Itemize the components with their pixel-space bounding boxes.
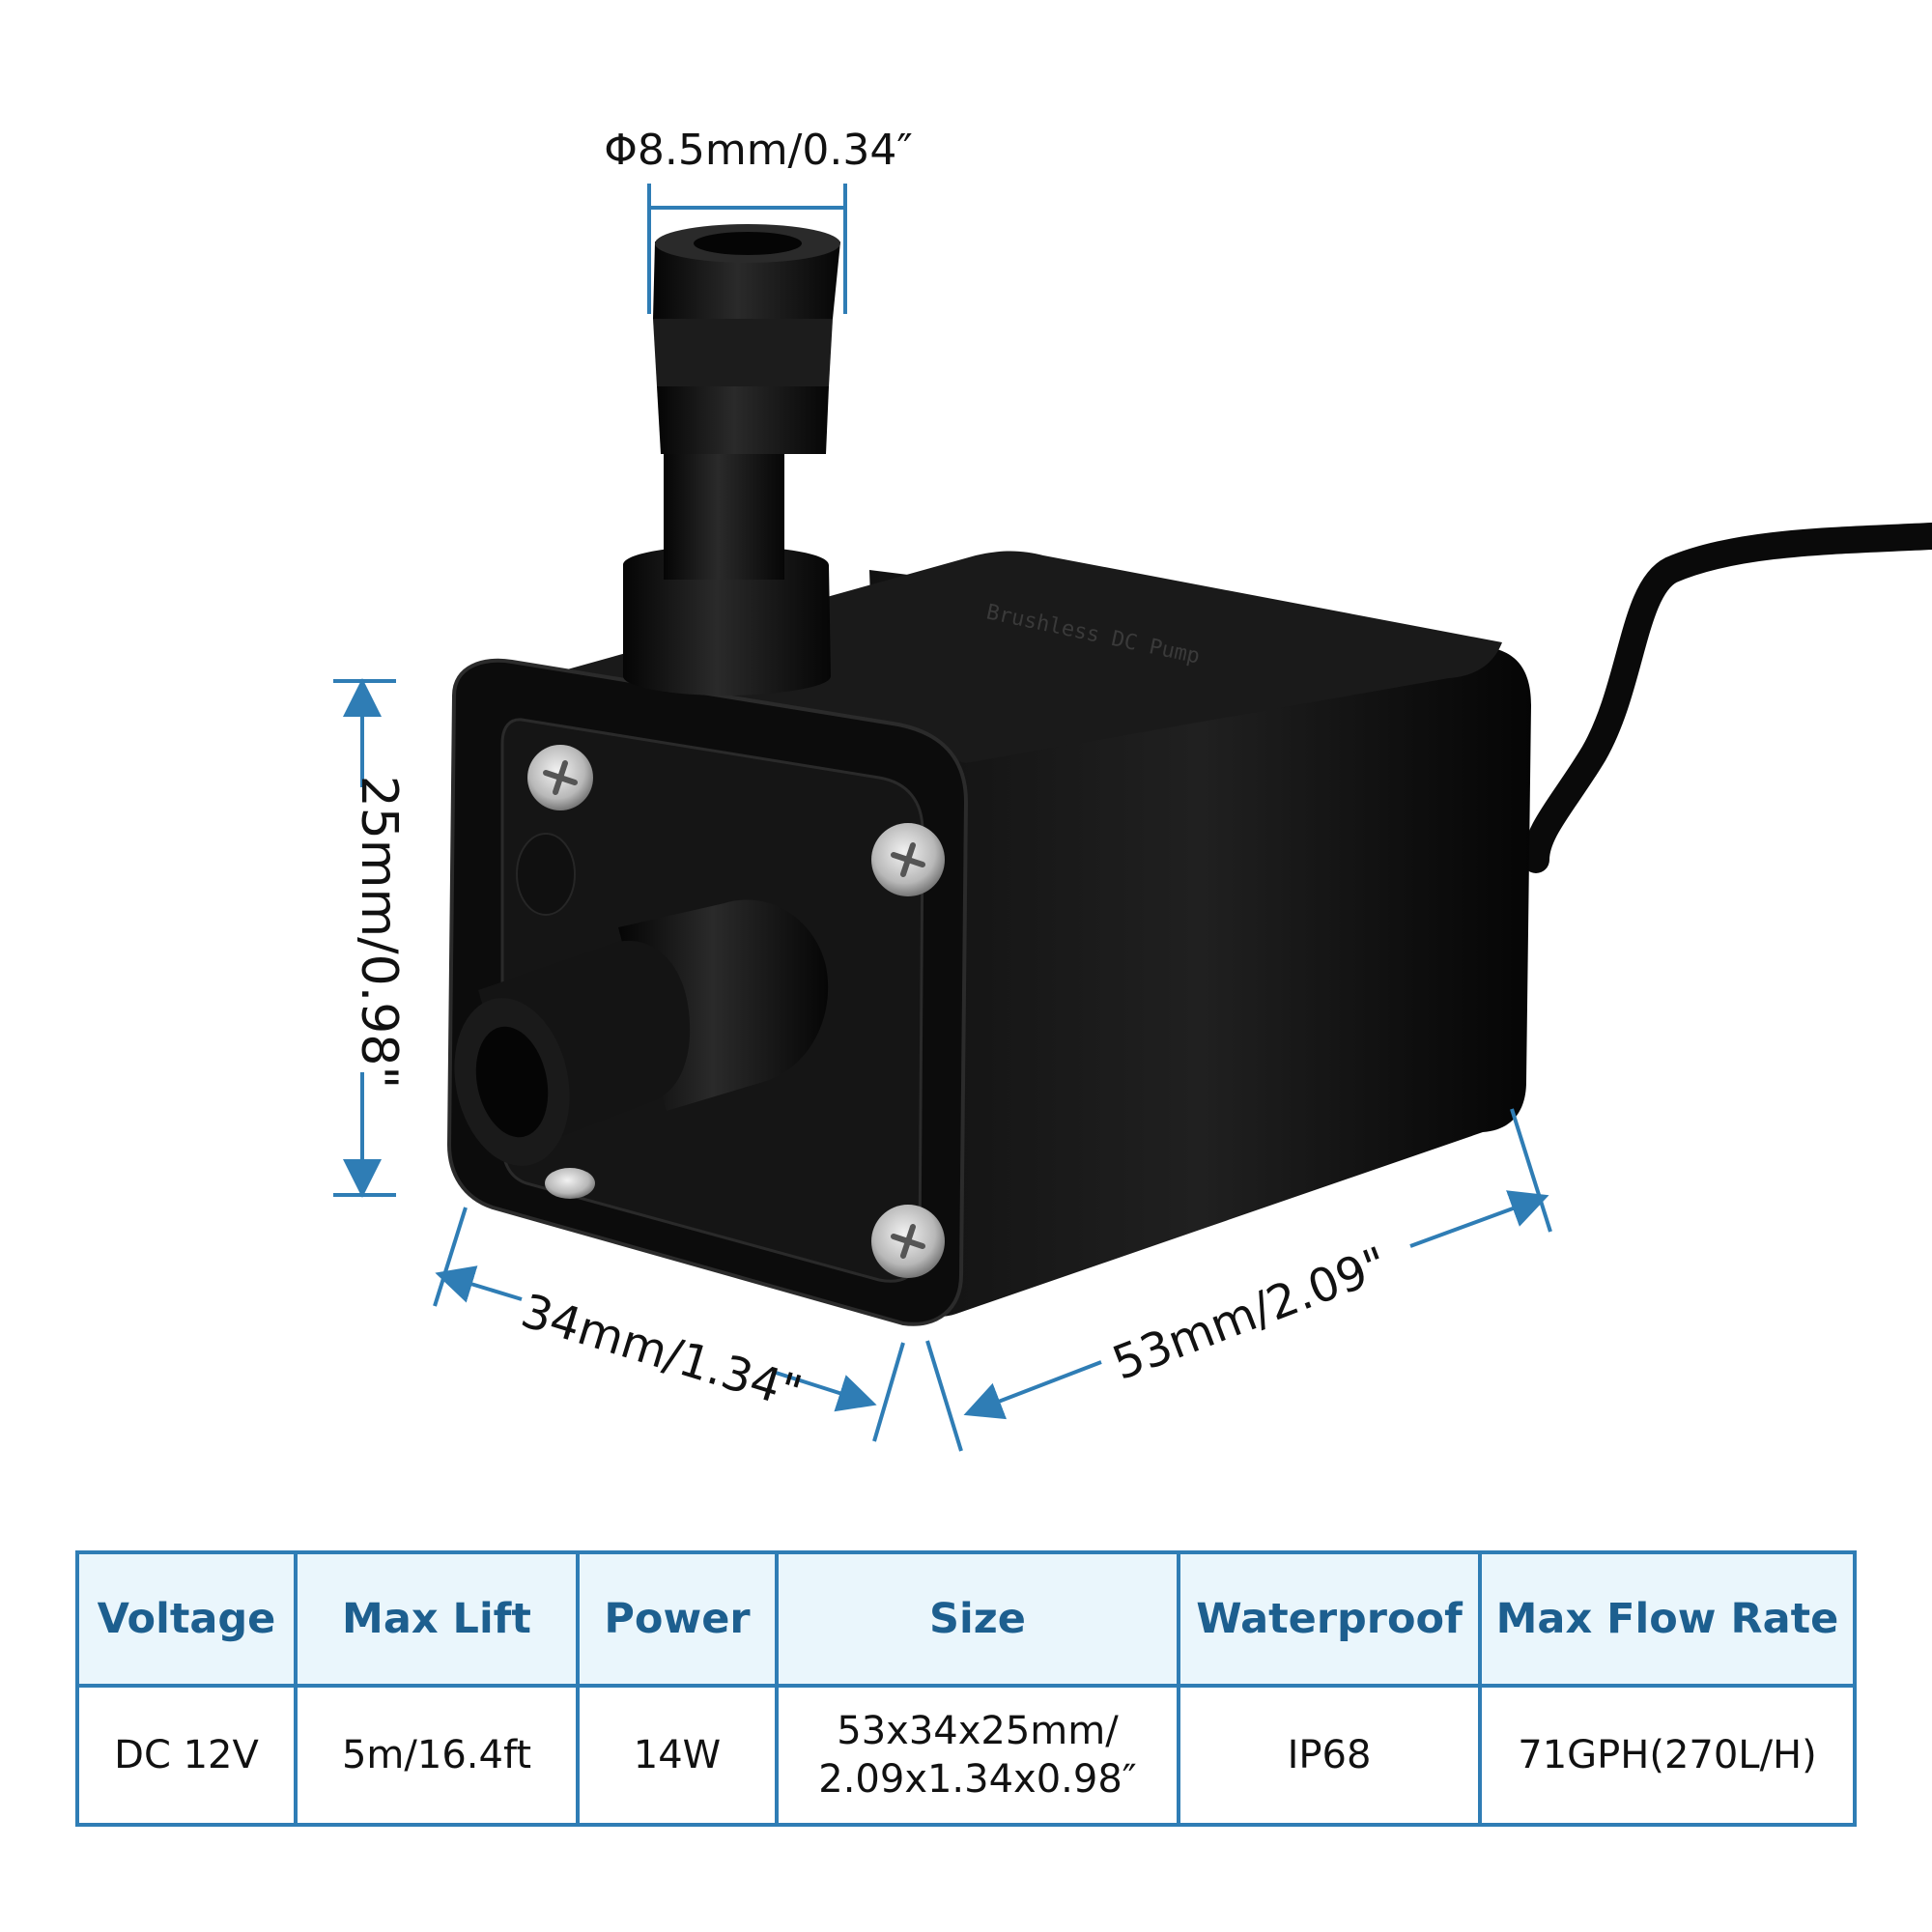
screw-bottom-left [545, 1168, 595, 1199]
header-size: Size [779, 1554, 1180, 1684]
header-voltage: Voltage [79, 1554, 298, 1684]
inlet-nozzle [454, 899, 829, 1166]
value-max-flow-rate: 71GPH(270L/H) [1518, 1733, 1817, 1777]
dimension-label-diameter: Φ8.5mm/0.34″ [604, 126, 913, 175]
screw-right-upper [871, 823, 945, 896]
dimension-label-height: 25mm/0.98" [350, 776, 408, 1090]
dimension-label-length: 53mm/2.09" [1105, 1236, 1395, 1391]
screw-right-lower [871, 1205, 945, 1278]
value-power: 14W [580, 1688, 779, 1823]
spec-table: Voltage Max Lift Power Size Waterproof M… [75, 1550, 1857, 1827]
dimension-height: 25mm/0.98" [333, 678, 408, 1198]
header-max-lift: Max Lift [298, 1554, 580, 1684]
value-size-line1: 53x34x25mm/ [837, 1709, 1119, 1753]
dimension-outlet-diameter: Φ8.5mm/0.34″ [604, 126, 913, 314]
value-voltage: DC 12V [79, 1688, 298, 1823]
value-size: 53x34x25mm/ 2.09x1.34x0.98″ [779, 1688, 1180, 1823]
header-max-flow-rate: Max Flow Rate [1495, 1595, 1839, 1643]
product-illustration: Brushless DC Pump Φ8.5m [333, 126, 1932, 1452]
value-max-lift: 5m/16.4ft [298, 1688, 580, 1823]
header-power: Power [580, 1554, 779, 1684]
spec-table-value-row: DC 12V 5m/16.4ft 14W 53x34x25mm/ 2.09x1.… [79, 1688, 1853, 1823]
spec-table-header-row: Voltage Max Lift Power Size Waterproof M… [79, 1554, 1853, 1688]
power-cable [1522, 523, 1932, 873]
header-waterproof: Waterproof [1180, 1554, 1482, 1684]
value-size-line2: 2.09x1.34x0.98″ [818, 1757, 1137, 1802]
pump-body-side [869, 570, 1531, 1318]
screw-top-left [527, 745, 593, 810]
outlet-nozzle [623, 224, 840, 696]
dimension-label-width: 34mm/1.34" [515, 1284, 808, 1420]
value-waterproof: IP68 [1180, 1688, 1482, 1823]
